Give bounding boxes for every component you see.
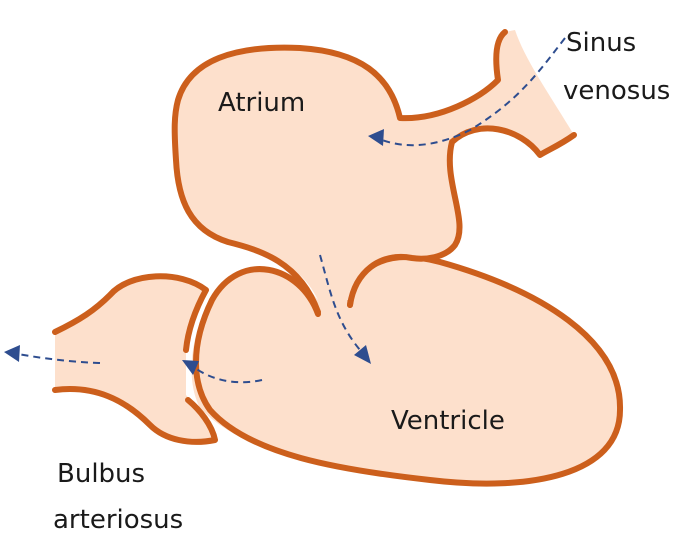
flow-arrow-bulbus-exit (4, 345, 101, 364)
bulbus-arteriosus-label-line2: arteriosus (53, 505, 184, 535)
sinus-venosus-label-line2: venosus (563, 76, 671, 106)
flow-arrow-ventricle-to-bulbus (182, 360, 263, 384)
sinus-venosus-label-line1: Sinus (566, 28, 637, 58)
bulbus-arteriosus-label-line1: Bulbus (57, 459, 146, 489)
atrium-chamber (171, 29, 577, 315)
bulbus-chamber (52, 273, 218, 445)
ventricle-label: Ventricle (391, 406, 505, 436)
atrium-label: Atrium (218, 88, 306, 118)
ventricle-chamber (191, 254, 624, 487)
flow-arrow-sinus-to-atrium (368, 37, 566, 147)
flow-arrow-atrium-to-ventricle (319, 254, 371, 364)
